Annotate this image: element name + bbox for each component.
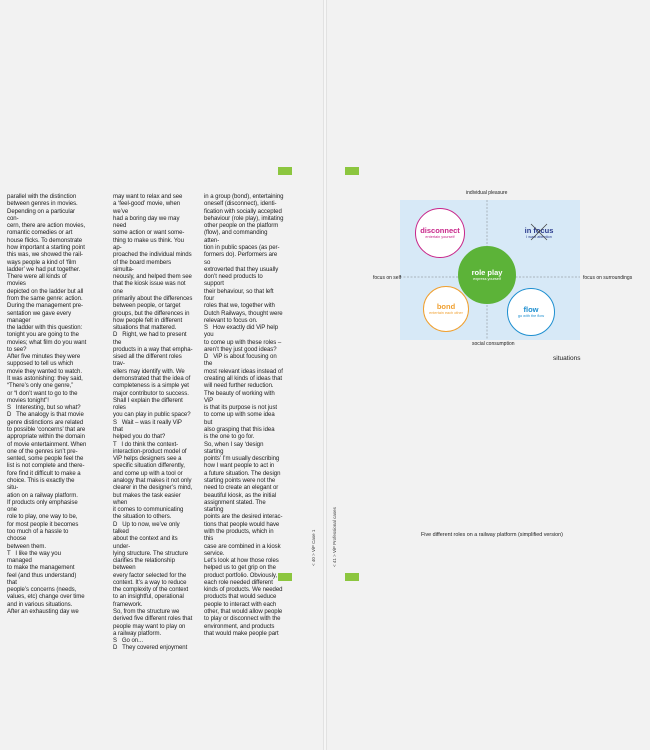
axis-label-bottom: social consumption [472, 341, 515, 347]
left-page: parallel with the distinction between ge… [0, 0, 323, 750]
page-folio-right: < 41 > ViP Professional cases [332, 507, 337, 567]
disconnect-title: disconnect [420, 225, 460, 235]
text-column-1: parallel with the distinction between ge… [7, 194, 87, 616]
text-column-2: may want to relax and see a ‘feel-good’ … [113, 194, 193, 652]
axis-label-top: individual pleasure [466, 190, 508, 196]
bond-circle: bond entertain each other [423, 286, 469, 332]
cross-out-icon [530, 223, 548, 241]
text-column-3: in a group (bond), entertaining oneself … [204, 194, 284, 637]
axis-label-right: focus on surroundings [583, 275, 633, 281]
flow-circle: flow go with the flow [507, 288, 555, 336]
flow-subtitle: go with the flow [517, 313, 545, 318]
section-tab-top-right [345, 167, 359, 175]
section-tab-top [278, 167, 292, 175]
section-tab-bottom-right [345, 573, 359, 581]
disconnect-circle: disconnect entertain yourself [415, 208, 465, 258]
role-play-subtitle: express yourself [473, 276, 501, 281]
in-focus-subtitle: I want attention [526, 234, 552, 239]
roles-diagram: disconnect entertain yourself in focus I… [400, 200, 580, 340]
in-focus-circle: in focus I want attention [518, 212, 560, 254]
bond-subtitle: entertain each other [429, 310, 463, 315]
bond-title: bond [436, 301, 456, 311]
role-play-circle: role play express yourself [458, 246, 516, 304]
section-tab-bottom [278, 573, 292, 581]
figure-caption: Five different roles on a railway platfo… [421, 532, 563, 538]
disconnect-subtitle: entertain yourself [425, 234, 455, 239]
situations-label: situations [553, 355, 581, 362]
right-page: < 41 > ViP Professional cases [327, 0, 650, 750]
in-focus-title: in focus [524, 225, 554, 235]
flow-title: flow [523, 304, 539, 314]
book-gutter [323, 0, 327, 750]
axis-label-left: focus on self [373, 275, 402, 281]
page-folio-left: < 40 > ViP Case 1 [311, 529, 316, 566]
role-play-title: role play [471, 267, 503, 277]
